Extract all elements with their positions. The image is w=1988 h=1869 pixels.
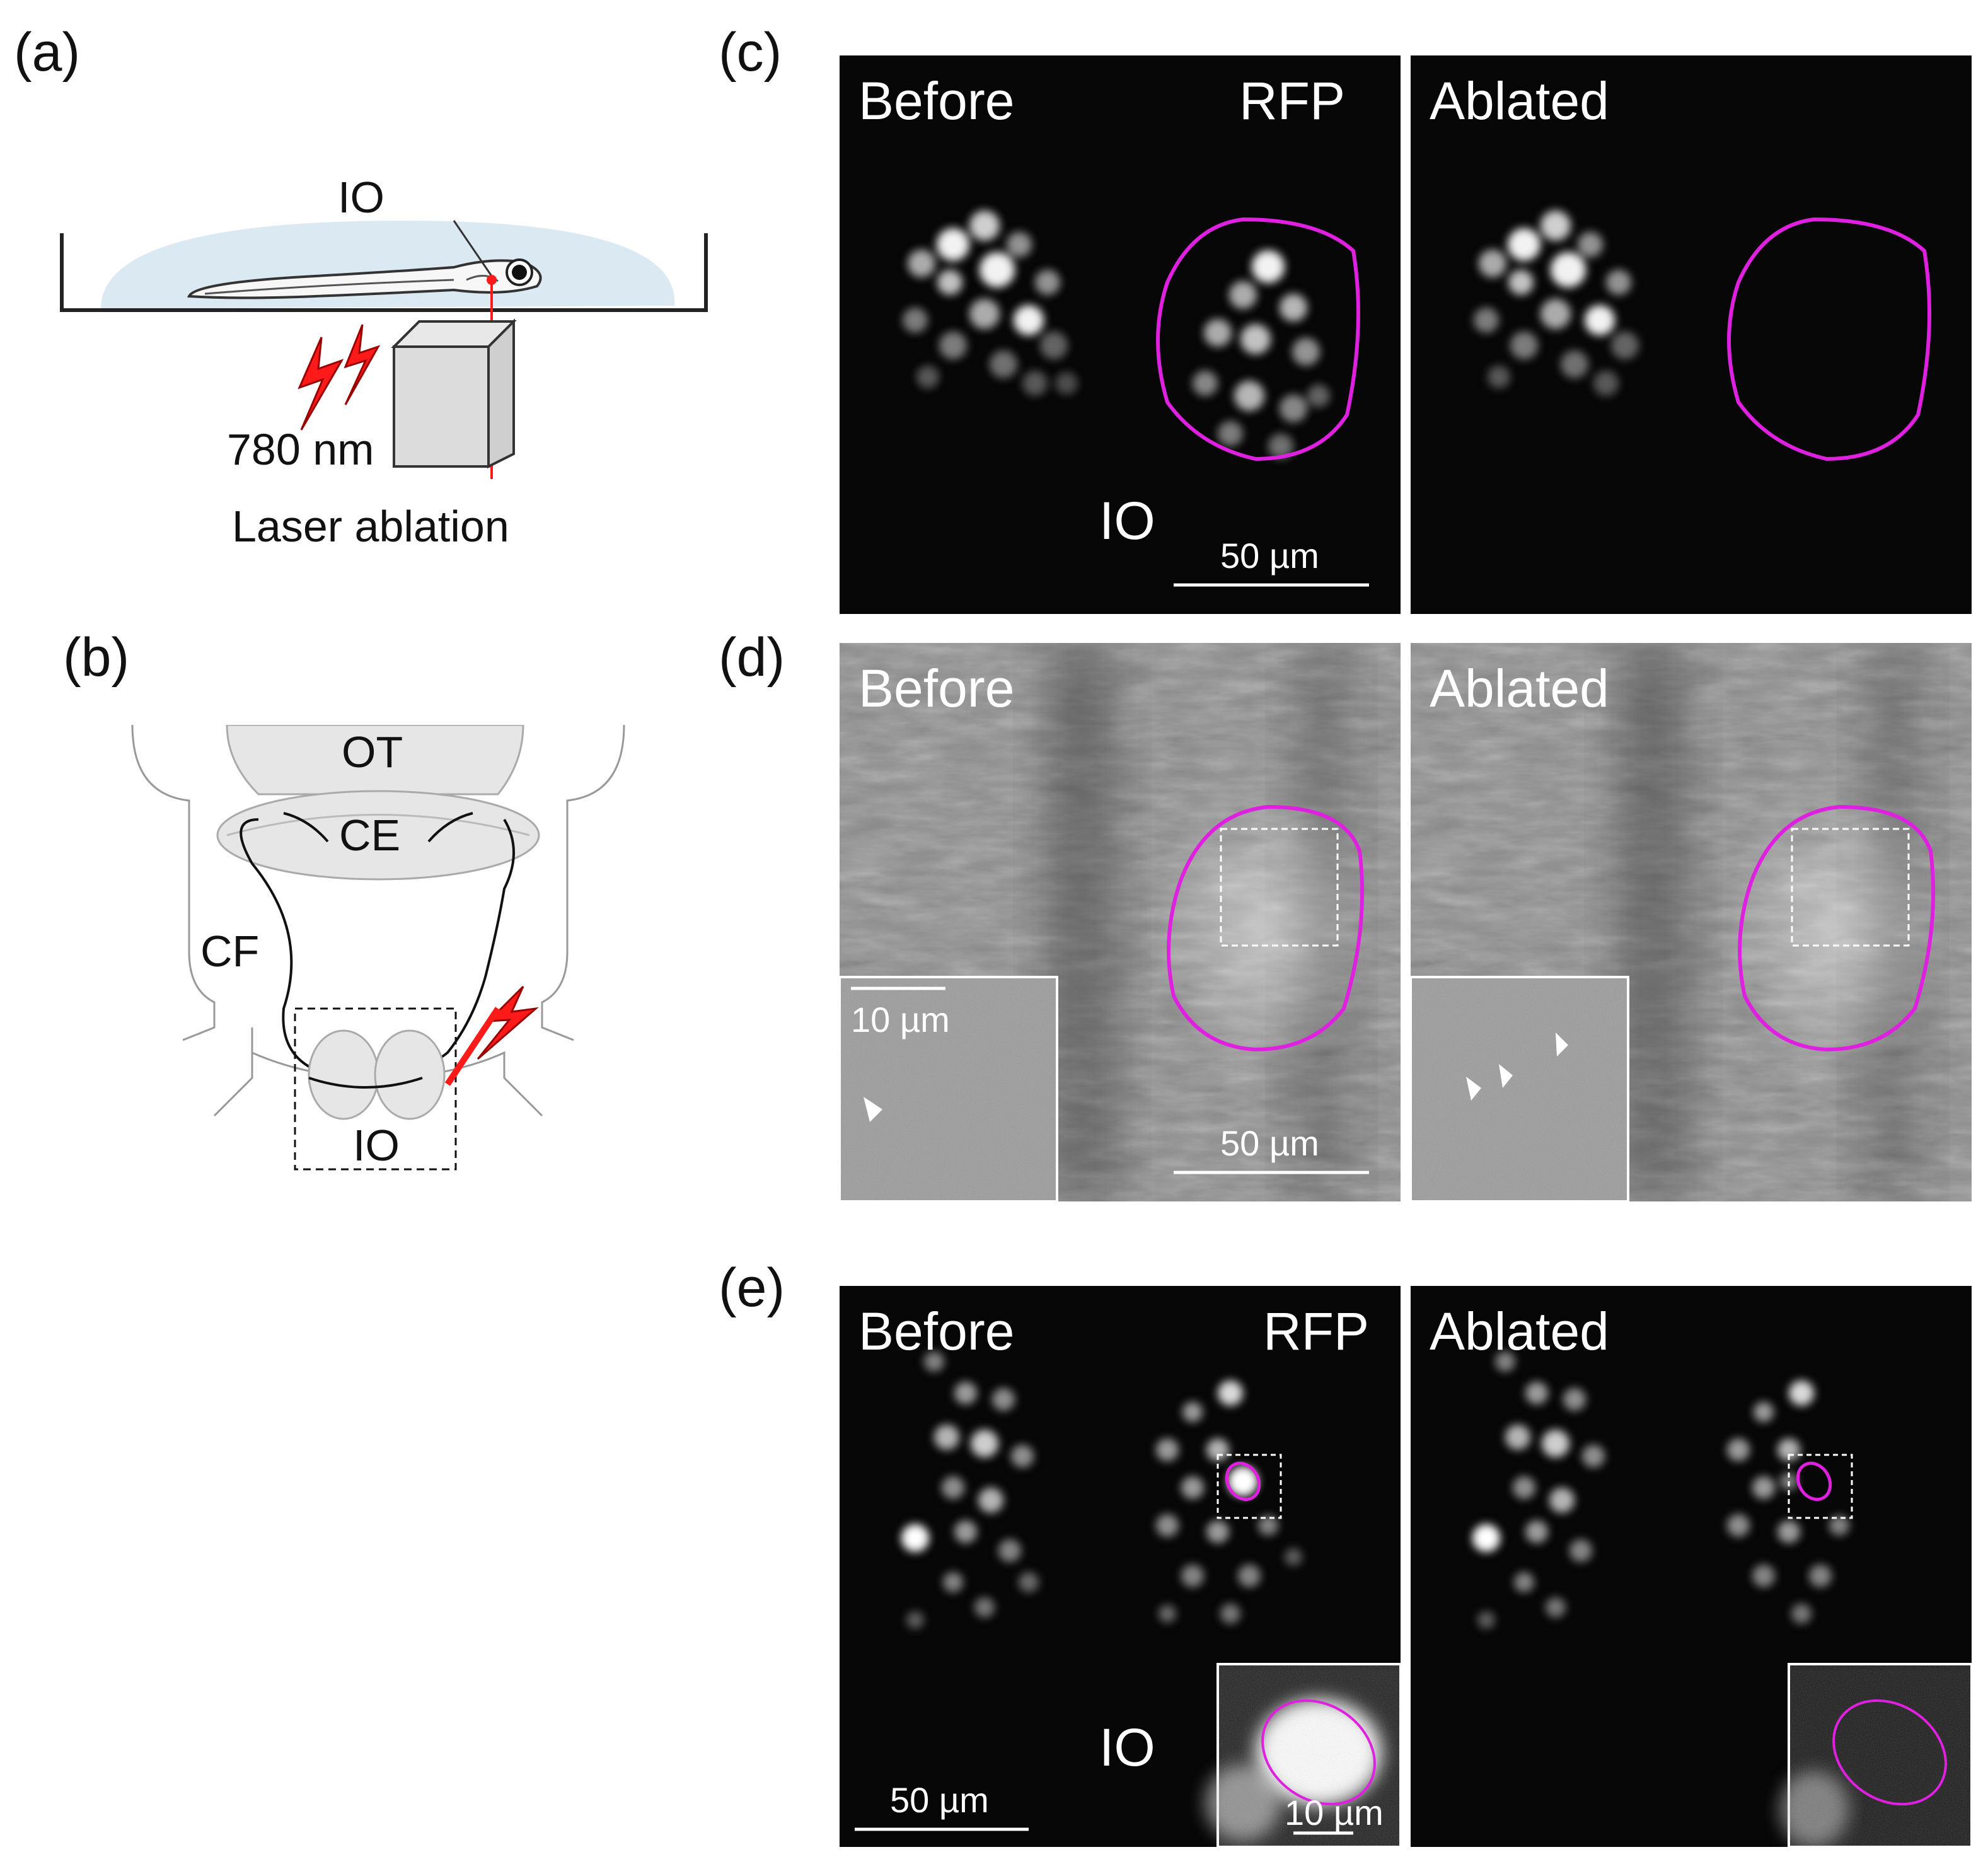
inferior-olive-left: [308, 1029, 379, 1120]
panel-label-d: (d): [719, 627, 785, 688]
panel-label-a: (a): [14, 22, 81, 83]
cerebellum: [216, 790, 540, 881]
panel-label-c: (c): [719, 22, 782, 83]
wavelength-label: 780 nm: [227, 425, 374, 474]
inset-region-box: [1791, 828, 1910, 947]
panel-label-e: (e): [719, 1258, 785, 1318]
ablated-label-d: Ablated: [1430, 659, 1609, 718]
climbing-fiber: [283, 812, 473, 843]
rfp-image-ablated-e: Ablated: [1411, 1286, 1972, 1847]
io-region-box: [294, 1007, 457, 1171]
brightfield-image-ablated-d: Ablated: [1411, 643, 1972, 1201]
before-label-e: Before: [858, 1302, 1015, 1361]
inset-ablation-outline: [1261, 1699, 1376, 1806]
ablated-label-c: Ablated: [1430, 71, 1609, 130]
ablation-outline: [1727, 217, 1931, 461]
inferior-olive-right: [374, 1029, 446, 1120]
io-label-a: IO: [338, 173, 384, 222]
inset-scale-label-d: 10 µm: [851, 1000, 950, 1039]
rfp-label-c: RFP: [1239, 71, 1345, 130]
ce-label: CE: [339, 811, 401, 860]
arrowhead-icon: [1499, 1064, 1513, 1088]
ablation-outline: [1156, 217, 1360, 461]
panel-label-b: (b): [63, 627, 130, 688]
ablation-outline: [1738, 804, 1936, 1052]
before-label-d: Before: [858, 659, 1015, 718]
laser-ablation-label: Laser ablation: [232, 502, 509, 551]
ablation-outline: [1167, 804, 1365, 1052]
inset-scale-label-e: 10 µm: [1285, 1793, 1384, 1832]
cf-label: CF: [200, 927, 260, 976]
laser-bolt-icon: [344, 324, 381, 405]
rfp-label-e: RFP: [1263, 1302, 1369, 1361]
brightfield-image-before-d: Before 10 µm 50 µm: [840, 643, 1401, 1201]
rfp-image-before-c: Before RFP IO 50 µm: [840, 55, 1401, 614]
inset-region-box: [1216, 1454, 1282, 1519]
rfp-image-before-e: Before RFP IO 50 µm 10 µm: [840, 1286, 1401, 1847]
scale-label-c: 50 µm: [1220, 536, 1319, 576]
arrowhead-icon: [1466, 1077, 1481, 1101]
dish-outline: [60, 233, 708, 312]
ablation-outline: [1225, 1461, 1261, 1502]
scale-label-d: 50 µm: [1220, 1123, 1319, 1163]
optic-tectum: [226, 725, 524, 796]
rfp-image-ablated-c: Ablated: [1411, 55, 1972, 614]
arrowhead-icon: [864, 1097, 882, 1122]
io-label-c: IO: [1099, 491, 1155, 550]
ablated-label-e: Ablated: [1430, 1302, 1609, 1361]
inset-region-box: [1220, 828, 1339, 947]
io-label-e: IO: [1099, 1718, 1155, 1777]
dish-water: [101, 221, 675, 309]
ablation-outline: [1796, 1461, 1832, 1502]
scale-label-e: 50 µm: [890, 1780, 989, 1820]
brain-schematic-diagram: [131, 725, 625, 1171]
arrowhead-icon: [1556, 1033, 1568, 1056]
inset-region-box: [1788, 1454, 1853, 1519]
before-label-c: Before: [858, 71, 1015, 130]
inset-ablation-outline: [1832, 1699, 1947, 1806]
io-label-b: IO: [353, 1121, 400, 1170]
laser-ablation-setup-diagram: [60, 220, 708, 479]
ot-label: OT: [342, 727, 403, 777]
